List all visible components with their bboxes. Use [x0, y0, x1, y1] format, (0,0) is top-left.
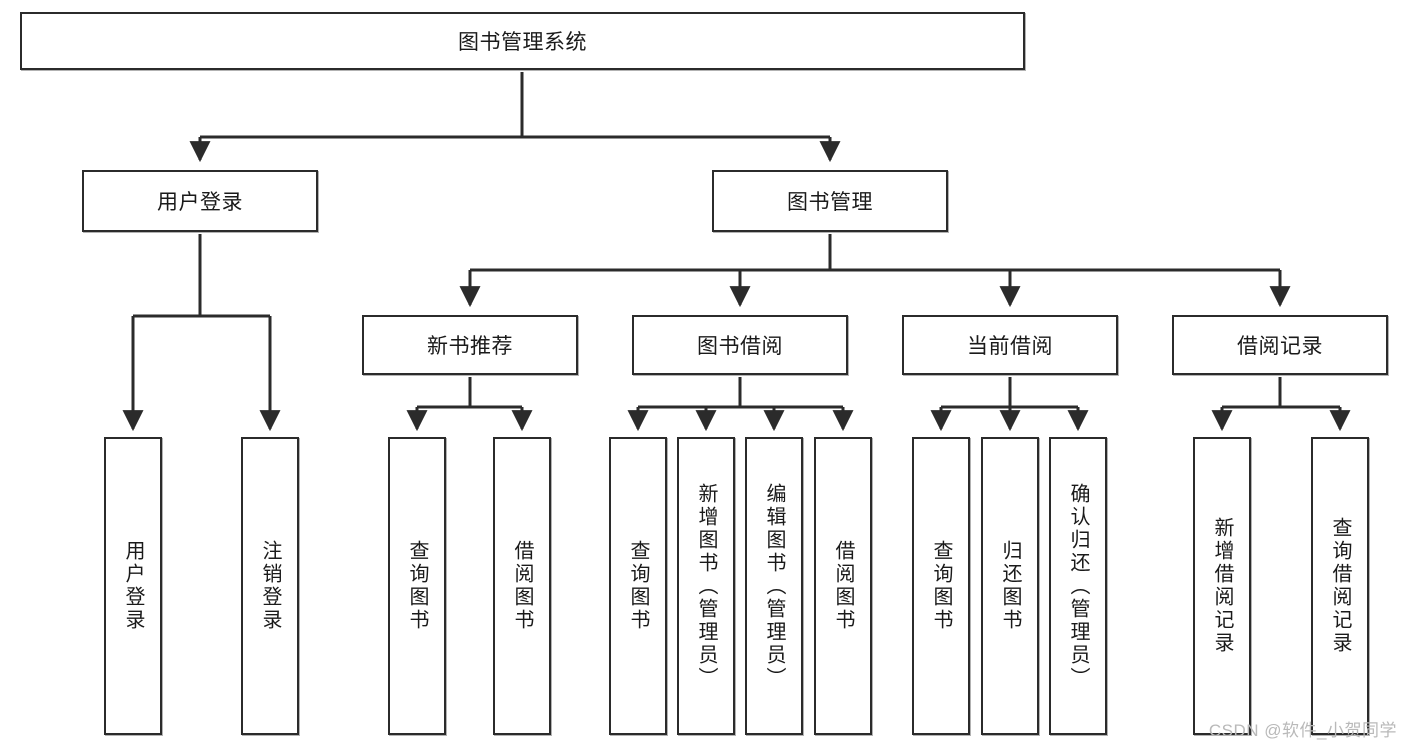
csdn-watermark: CSDN @软件_小贺同学 [1208, 721, 1397, 740]
node-book-borrow-label: 图书借阅 [697, 335, 783, 358]
node-leaf-add-book[interactable]: 新增图书（管理员） [677, 437, 735, 735]
node-book-borrow[interactable]: 图书借阅 [632, 315, 848, 375]
node-leaf-user-login-label: 用户登录 [122, 540, 144, 632]
node-leaf-logout[interactable]: 注销登录 [241, 437, 299, 735]
node-leaf-confirm-return-label: 确认归还（管理员） [1067, 482, 1089, 690]
node-leaf-borrow-book[interactable]: 借阅图书 [814, 437, 872, 735]
node-leaf-add-book-label: 新增图书（管理员） [695, 482, 717, 690]
node-leaf-user-login[interactable]: 用户登录 [104, 437, 162, 735]
node-leaf-add-record-label: 新增借阅记录 [1211, 517, 1233, 655]
node-leaf-query-book-rec[interactable]: 查询图书 [388, 437, 446, 735]
node-current-borrow[interactable]: 当前借阅 [902, 315, 1118, 375]
node-root-label: 图书管理系统 [458, 31, 587, 54]
node-leaf-confirm-return[interactable]: 确认归还（管理员） [1049, 437, 1107, 735]
node-leaf-logout-label: 注销登录 [259, 540, 281, 632]
node-borrow-record[interactable]: 借阅记录 [1172, 315, 1388, 375]
node-current-borrow-label: 当前借阅 [967, 335, 1053, 358]
node-book-manage[interactable]: 图书管理 [712, 170, 948, 232]
node-leaf-borrow-book-label: 借阅图书 [832, 540, 854, 632]
node-leaf-query-book-current[interactable]: 查询图书 [912, 437, 970, 735]
node-leaf-return-book[interactable]: 归还图书 [981, 437, 1039, 735]
node-leaf-query-book-rec-label: 查询图书 [406, 540, 428, 632]
node-leaf-borrow-book-rec[interactable]: 借阅图书 [493, 437, 551, 735]
node-user-login-label: 用户登录 [157, 191, 243, 214]
node-leaf-query-book-current-label: 查询图书 [930, 540, 952, 632]
node-leaf-return-book-label: 归还图书 [999, 540, 1021, 632]
node-new-book-rec[interactable]: 新书推荐 [362, 315, 578, 375]
node-leaf-borrow-book-rec-label: 借阅图书 [511, 540, 533, 632]
node-leaf-query-book-borrow[interactable]: 查询图书 [609, 437, 667, 735]
node-user-login[interactable]: 用户登录 [82, 170, 318, 232]
node-root[interactable]: 图书管理系统 [20, 12, 1025, 70]
node-leaf-edit-book[interactable]: 编辑图书（管理员） [745, 437, 803, 735]
node-leaf-query-record[interactable]: 查询借阅记录 [1311, 437, 1369, 735]
node-book-manage-label: 图书管理 [787, 191, 873, 214]
node-leaf-edit-book-label: 编辑图书（管理员） [763, 482, 785, 690]
node-leaf-query-book-borrow-label: 查询图书 [627, 540, 649, 632]
node-borrow-record-label: 借阅记录 [1237, 335, 1323, 358]
node-leaf-query-record-label: 查询借阅记录 [1329, 517, 1351, 655]
node-new-book-rec-label: 新书推荐 [427, 335, 513, 358]
node-leaf-add-record[interactable]: 新增借阅记录 [1193, 437, 1251, 735]
